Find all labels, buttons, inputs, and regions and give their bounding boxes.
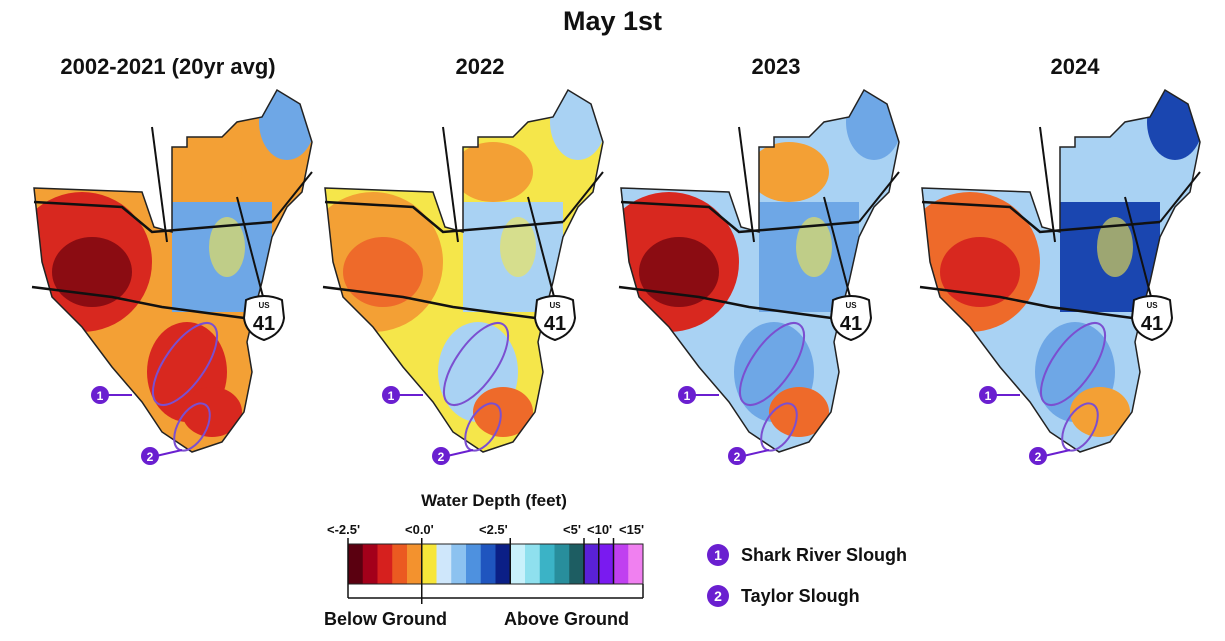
legend-swatch-15 — [554, 544, 570, 584]
panel-title-4: 2024 — [1050, 54, 1100, 79]
map-4-callout-1: 1 — [979, 386, 997, 404]
svg-text:41: 41 — [253, 313, 275, 335]
map-panel-1: 1 2 US 41 — [31, 88, 313, 465]
callout-2-badge: 2 — [707, 585, 729, 607]
main-title: May 1st — [562, 6, 663, 36]
legend-tick-3: <2.5' — [479, 522, 508, 537]
panel-title-3: 2023 — [751, 54, 801, 79]
svg-text:2: 2 — [734, 450, 741, 464]
svg-text:US: US — [845, 301, 857, 310]
legend-swatch-14 — [539, 544, 555, 584]
legend-swatch-17 — [584, 544, 600, 584]
legend-swatch-5 — [407, 544, 423, 584]
map-panel-3: 1 2 US 41 — [618, 88, 900, 465]
legend-swatch-7 — [436, 544, 452, 584]
water-depth-maps: 1 2 US 41 1 2 US 41 1 2 US 41 1 2 US 41 — [31, 88, 1201, 465]
legend-swatch-2 — [362, 544, 378, 584]
legend-swatch-9 — [466, 544, 482, 584]
legend-swatch-18 — [598, 544, 614, 584]
svg-text:1: 1 — [388, 389, 395, 403]
legend-tick-2: <0.0' — [405, 522, 434, 537]
legend-swatch-19 — [613, 544, 629, 584]
svg-text:2: 2 — [438, 450, 445, 464]
legend-color-bar — [347, 538, 644, 604]
svg-text:US: US — [258, 301, 270, 310]
legend-swatch-11 — [495, 544, 511, 584]
above-ground-label: Above Ground — [504, 609, 629, 629]
legend-swatch-6 — [421, 544, 437, 584]
legend-swatch-12 — [510, 544, 526, 584]
legend-tick-4: <5' — [563, 522, 581, 537]
legend-tick-1: <-2.5' — [327, 522, 361, 537]
map-2-callout-2: 2 — [432, 447, 450, 465]
panel-title-1: 2002-2021 (20yr avg) — [60, 54, 276, 79]
map-1-us41-shield: US 41 — [242, 295, 286, 342]
legend-swatch-3 — [377, 544, 393, 584]
map-3-us41-shield: US 41 — [829, 295, 873, 342]
key-item-shark-river: 1 Shark River Slough — [707, 541, 907, 569]
callout-1-badge: 1 — [707, 544, 729, 566]
legend-tick-5: <10' — [587, 522, 613, 537]
legend-swatch-20 — [628, 544, 644, 584]
legend-swatch-4 — [392, 544, 408, 584]
map-1-callout-2: 2 — [141, 447, 159, 465]
map-2-us41-shield: US 41 — [533, 295, 577, 342]
legend-title: Water Depth (feet) — [421, 491, 567, 510]
legend-tick-6: <15' — [619, 522, 645, 537]
legend-swatch-1 — [348, 544, 364, 584]
svg-text:US: US — [549, 301, 561, 310]
map-1-callout-1: 1 — [91, 386, 109, 404]
map-4-us41-shield: US 41 — [1130, 295, 1174, 342]
svg-text:1: 1 — [985, 389, 992, 403]
map-4-callout-2: 2 — [1029, 447, 1047, 465]
svg-text:41: 41 — [544, 313, 566, 335]
svg-text:US: US — [1146, 301, 1158, 310]
map-3-callout-1: 1 — [678, 386, 696, 404]
legend-swatch-8 — [451, 544, 467, 584]
map-panel-2: 1 2 US 41 — [322, 88, 604, 465]
svg-text:41: 41 — [840, 313, 862, 335]
map-3-callout-2: 2 — [728, 447, 746, 465]
panel-title-2: 2022 — [455, 54, 505, 79]
map-panel-4: 1 2 US 41 — [919, 88, 1201, 465]
below-ground-label: Below Ground — [324, 609, 447, 629]
svg-text:1: 1 — [684, 389, 691, 403]
legend-swatch-13 — [525, 544, 541, 584]
svg-text:41: 41 — [1141, 313, 1163, 335]
key-label-taylor: Taylor Slough — [741, 585, 860, 606]
key-item-taylor: 2 Taylor Slough — [707, 582, 860, 610]
map-2-callout-1: 1 — [382, 386, 400, 404]
key-label-shark-river: Shark River Slough — [741, 544, 908, 565]
svg-text:2: 2 — [147, 450, 154, 464]
legend-swatch-16 — [569, 544, 585, 584]
legend-swatch-10 — [480, 544, 496, 584]
svg-text:2: 2 — [1035, 450, 1042, 464]
svg-text:1: 1 — [97, 389, 104, 403]
